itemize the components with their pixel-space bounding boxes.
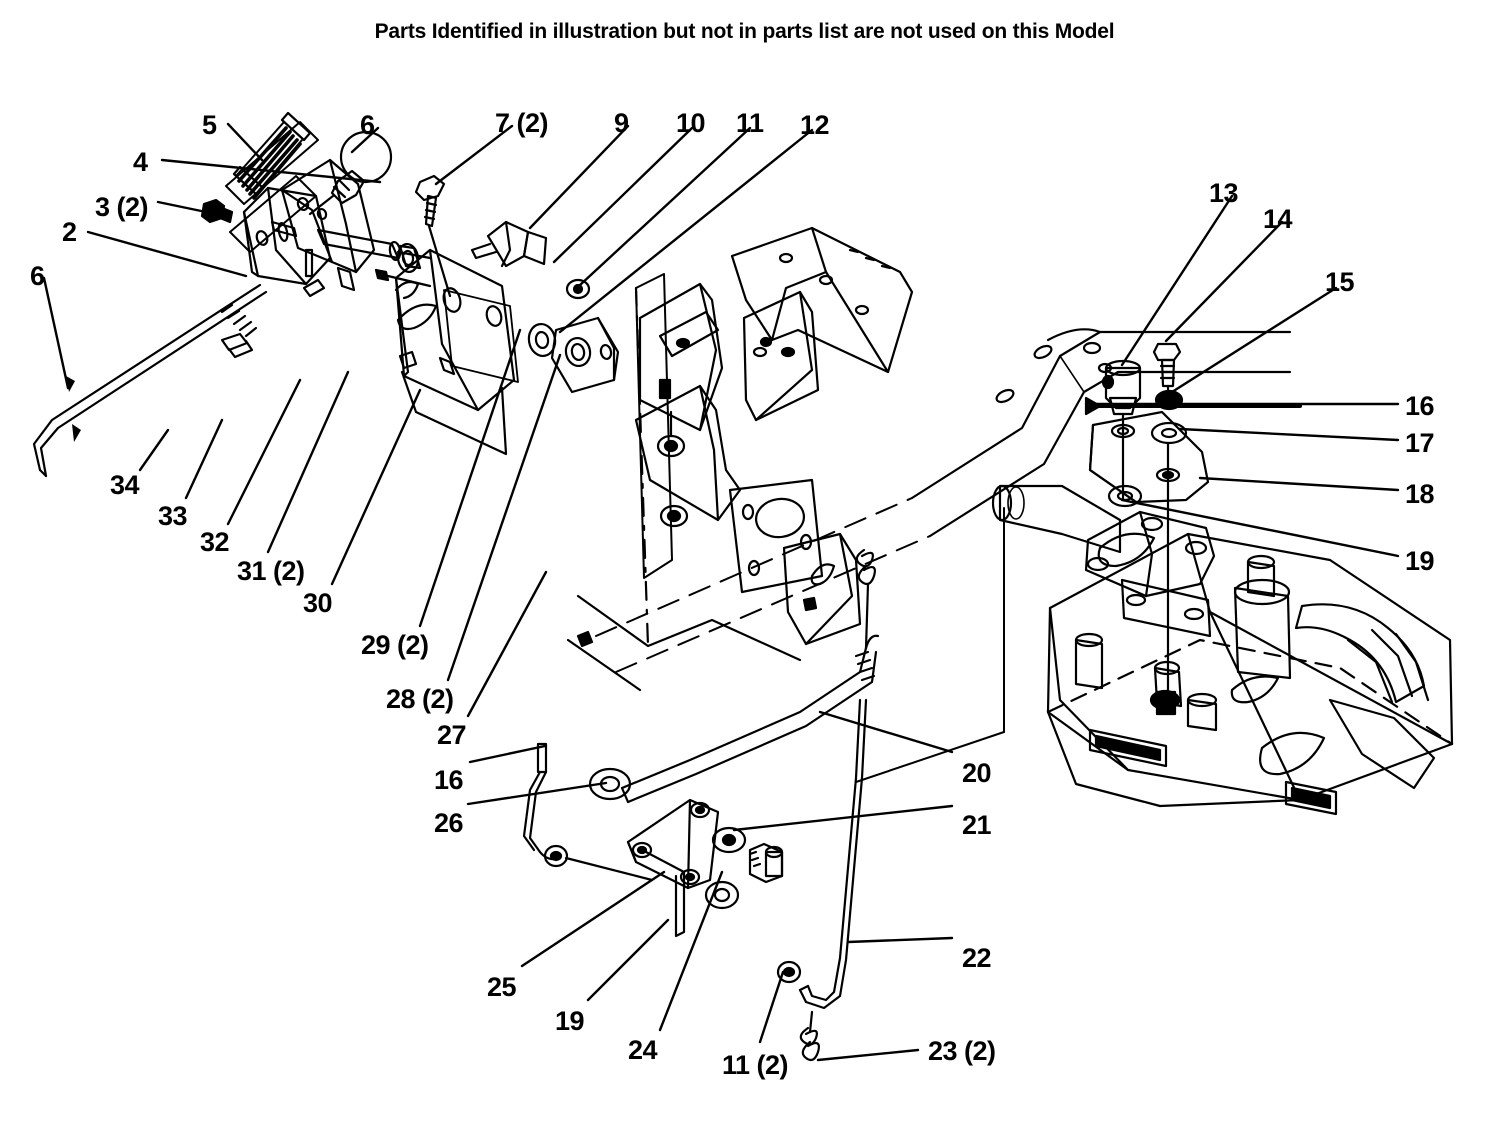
part-3-screw	[200, 198, 234, 224]
arrowhead-6	[66, 376, 75, 392]
callout-19-bottom: 19	[555, 1006, 585, 1036]
transmission-housing	[1046, 532, 1454, 816]
callout-29: 29 (2)	[361, 630, 429, 660]
part-6-knob	[308, 130, 393, 216]
callout-2: 2	[62, 217, 77, 247]
part-23-cotter-pin-lower	[799, 1010, 820, 1062]
center-frame-vertical-rib	[635, 273, 673, 579]
part-21-washer	[711, 826, 747, 854]
center-hook-bracket	[782, 532, 862, 646]
callout-21: 21	[962, 810, 992, 840]
callout-16-left: 16	[434, 765, 464, 795]
callout-6-knob: 6	[360, 110, 375, 140]
part-16-pin-right	[1084, 396, 1302, 416]
part-18-shifter-plate	[1088, 410, 1210, 702]
callout-3: 3 (2)	[95, 192, 149, 222]
callout-28: 28 (2)	[386, 684, 454, 714]
part-10-nut	[565, 278, 591, 300]
center-plate-with-hole	[728, 478, 824, 594]
lower-reference-lines	[855, 507, 1005, 783]
part-9-clip	[470, 220, 548, 268]
part-24-bushing-left	[543, 844, 654, 882]
callout-30: 30	[303, 588, 333, 618]
center-frame-bracketry	[730, 226, 914, 374]
part-bent-rod-6	[32, 283, 268, 478]
part-23-cotter-pin-upper	[855, 548, 876, 650]
callout-16-right: 16	[1405, 391, 1435, 421]
part-22-bent-rod	[798, 698, 868, 1010]
part-30-pin	[336, 266, 356, 292]
callout-4: 4	[133, 147, 148, 177]
callout-34: 34	[110, 470, 140, 500]
callout-22: 22	[962, 943, 992, 973]
part-25-rod	[522, 742, 562, 861]
page-title: Parts Identified in illustration but not…	[374, 20, 1115, 43]
callout-13: 13	[1209, 178, 1239, 208]
callout-11: 11	[736, 108, 764, 138]
callout-7: 7 (2)	[495, 108, 549, 138]
callout-26: 26	[434, 808, 464, 838]
callout-9: 9	[614, 108, 629, 138]
part-24-bolt	[748, 842, 784, 884]
callout-24: 24	[628, 1035, 658, 1065]
part-26-bushing	[588, 767, 632, 801]
callout-17: 17	[1405, 428, 1435, 458]
frame-rail-dash	[595, 497, 931, 673]
part-33-clip	[220, 332, 254, 359]
part-nut-center-a	[656, 410, 686, 458]
callout-19-right: 19	[1405, 546, 1435, 576]
part-bracket-triangle	[626, 798, 720, 938]
callout-31: 31 (2)	[237, 556, 305, 586]
callout-14: 14	[1263, 204, 1293, 234]
part-27-large-bracket	[394, 248, 516, 456]
callout-27: 27	[437, 720, 467, 750]
part-31-bushings	[396, 242, 422, 274]
part-nut-center-b	[659, 504, 689, 528]
callout-12: 12	[800, 110, 830, 140]
arrowhead-6b	[72, 424, 81, 442]
callout-32: 32	[200, 527, 230, 557]
callout-20: 20	[962, 758, 992, 788]
callout-33: 33	[158, 501, 188, 531]
leader-lines	[42, 122, 1400, 1062]
callout-11-bottom: 11 (2)	[722, 1050, 789, 1080]
part-7-screw-top	[414, 174, 452, 298]
callout-10: 10	[676, 108, 706, 138]
callout-18: 18	[1405, 479, 1435, 509]
part-12-block	[550, 316, 620, 394]
callout-23: 23 (2)	[928, 1036, 996, 1066]
shift-lever-housing	[277, 158, 376, 298]
part-28-plate-shadow	[443, 289, 519, 383]
callout-6-rod: 6	[30, 261, 45, 291]
part-11-bushing-lower	[776, 960, 802, 984]
center-dash-line	[634, 286, 650, 648]
center-frame-lower-panel	[634, 282, 820, 522]
part-19-washer-lower	[704, 880, 740, 910]
center-lower-frame-edge	[566, 594, 802, 692]
part-17-washers	[1107, 421, 1188, 508]
axle-tube	[991, 484, 1122, 554]
callout-5: 5	[202, 110, 217, 140]
callout-25: 25	[487, 972, 517, 1002]
transmission-top-mount	[1084, 510, 1216, 638]
callout-15: 15	[1325, 267, 1355, 297]
